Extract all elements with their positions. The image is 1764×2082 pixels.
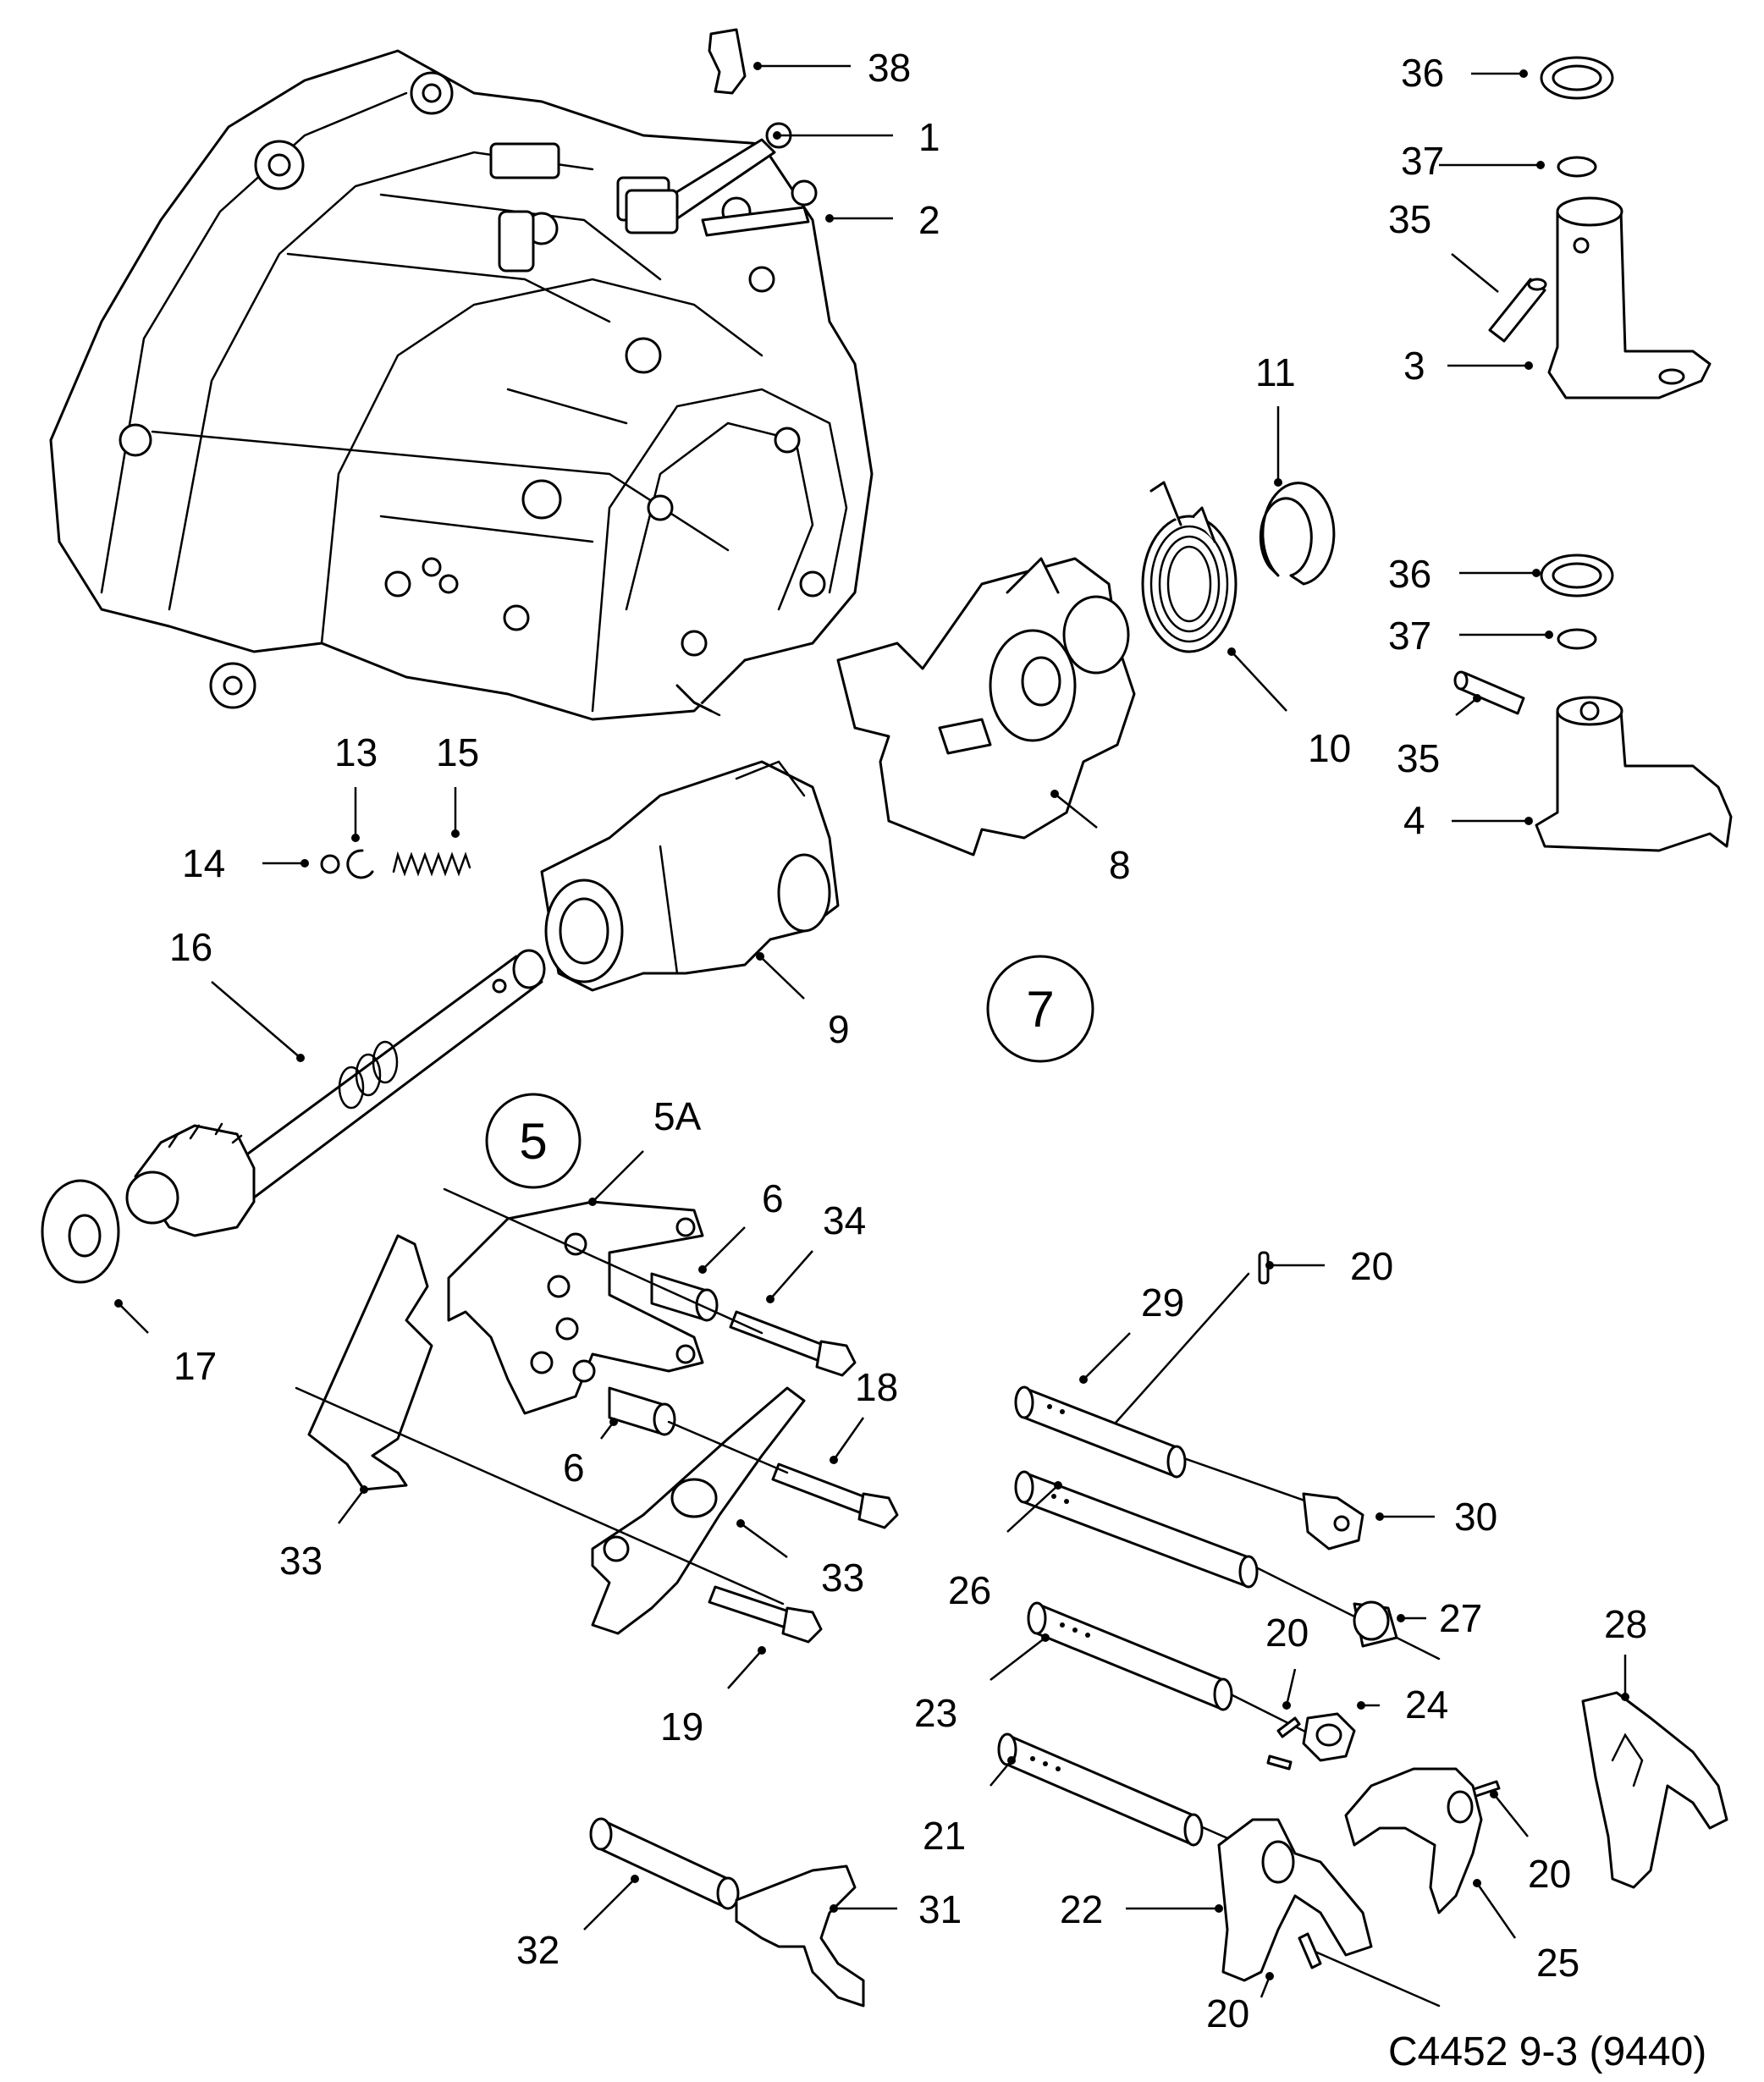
circled-label-5: 5	[485, 1093, 582, 1189]
part-3-selector-lever	[1547, 196, 1712, 399]
callout-38: 38	[868, 46, 911, 90]
callout-35-bottom: 35	[1397, 736, 1440, 780]
callout-14: 14	[182, 841, 225, 885]
part-31-fork	[735, 1864, 865, 2008]
callout-6-bottom: 6	[563, 1446, 585, 1490]
callout-33-right: 33	[821, 1556, 864, 1600]
parts-1-2-linkage	[625, 122, 818, 237]
part-17-washer	[41, 1179, 120, 1284]
part-35-pin-top	[1488, 278, 1547, 343]
callout-20-middle: 20	[1265, 1611, 1309, 1655]
part-21-rod	[997, 1732, 1204, 1847]
part-6-bushing-top	[650, 1272, 719, 1322]
callout-31: 31	[918, 1887, 962, 1931]
part-23-rod	[1027, 1601, 1233, 1711]
part-26-rod	[1014, 1470, 1259, 1589]
callout-10: 10	[1308, 726, 1351, 770]
callout-3: 3	[1403, 344, 1425, 388]
part-33-plate-left	[307, 1234, 433, 1491]
svg-text:5: 5	[519, 1113, 547, 1170]
callout-19: 19	[660, 1705, 703, 1749]
part-11-circlip	[1259, 482, 1336, 586]
callout-11: 11	[1255, 350, 1296, 394]
part-24-block	[1302, 1712, 1356, 1762]
assembly-guide-lines	[295, 1187, 1441, 2008]
callout-2: 2	[918, 198, 940, 242]
callout-36-top: 36	[1401, 51, 1444, 95]
part-22-fork	[1217, 1818, 1373, 1982]
part-14-ring	[320, 854, 340, 874]
callout-22: 22	[1060, 1887, 1103, 1931]
callout-26: 26	[948, 1568, 991, 1612]
callout-33-left: 33	[279, 1539, 322, 1583]
callout-23: 23	[914, 1691, 957, 1735]
callout-16: 16	[169, 925, 212, 969]
callout-13: 13	[334, 730, 378, 774]
part-27-bushing	[1353, 1600, 1398, 1648]
part-8-bracket	[836, 557, 1136, 856]
circled-label-7: 7	[986, 955, 1094, 1063]
part-18-bolt	[771, 1462, 899, 1529]
callout-20-bottom: 20	[1206, 1991, 1249, 2035]
callout-21: 21	[923, 1814, 966, 1858]
part-30-block	[1302, 1492, 1364, 1550]
callout-29: 29	[1141, 1281, 1184, 1325]
part-19-bolt	[708, 1585, 823, 1644]
callout-20-right: 20	[1528, 1852, 1571, 1896]
part-15-spring	[392, 851, 471, 877]
callout-28: 28	[1604, 1602, 1647, 1646]
callout-35-top: 35	[1388, 197, 1431, 241]
part-20-pin-middle-a	[1276, 1716, 1301, 1738]
part-16-shaft	[125, 949, 546, 1237]
part-10-spring	[1141, 481, 1238, 653]
part-9-housing	[540, 760, 840, 992]
callout-37-top: 37	[1401, 139, 1444, 183]
part-36-washer-top	[1540, 56, 1614, 100]
part-36-washer-bottom	[1540, 554, 1614, 598]
callout-numbers: 38 1 2 36 37 35 3 11 36 37 35 4 10 8 13 …	[169, 46, 1647, 2035]
callout-15: 15	[436, 730, 479, 774]
part-32-rod	[589, 1817, 740, 1910]
callout-20-top: 20	[1350, 1244, 1393, 1288]
callout-leaders	[114, 62, 1629, 1998]
callout-5a: 5A	[653, 1094, 702, 1138]
svg-text:7: 7	[1026, 981, 1054, 1038]
callout-25: 25	[1536, 1941, 1579, 1985]
callout-27: 27	[1439, 1596, 1482, 1640]
part-29-rod	[1014, 1385, 1187, 1479]
part-35-pin-bottom	[1453, 670, 1525, 715]
part-13-circlip	[346, 849, 374, 879]
part-28-fork	[1581, 1691, 1728, 1889]
part-38-clip	[708, 28, 747, 95]
part-37-oring-bottom	[1557, 628, 1597, 650]
callout-1: 1	[918, 115, 940, 159]
part-20-pin-bottom	[1298, 1932, 1322, 1969]
callout-4: 4	[1403, 798, 1425, 842]
part-5a-bracket	[447, 1200, 704, 1415]
callout-24: 24	[1405, 1683, 1448, 1727]
diagram-code: C4452 9-3 (9440)	[1388, 2030, 1706, 2074]
part-4-selector-lever	[1535, 696, 1733, 852]
part-37-oring-top	[1557, 156, 1597, 178]
part-6-bushing-bottom	[608, 1386, 676, 1436]
part-34-bolt	[729, 1310, 857, 1377]
part-20-pin-middle-b	[1266, 1754, 1293, 1771]
callout-37-bottom: 37	[1388, 614, 1431, 658]
callout-34: 34	[823, 1198, 866, 1242]
callout-36-bottom: 36	[1388, 552, 1431, 596]
part-25-fork	[1344, 1767, 1483, 1914]
callout-6-top: 6	[762, 1176, 784, 1220]
callout-30: 30	[1454, 1495, 1497, 1539]
callout-17: 17	[174, 1344, 217, 1388]
callout-8: 8	[1109, 843, 1131, 887]
part-33-lever-right	[591, 1386, 806, 1635]
callout-32: 32	[516, 1928, 560, 1972]
callout-18: 18	[855, 1365, 898, 1409]
callout-9: 9	[828, 1007, 850, 1051]
